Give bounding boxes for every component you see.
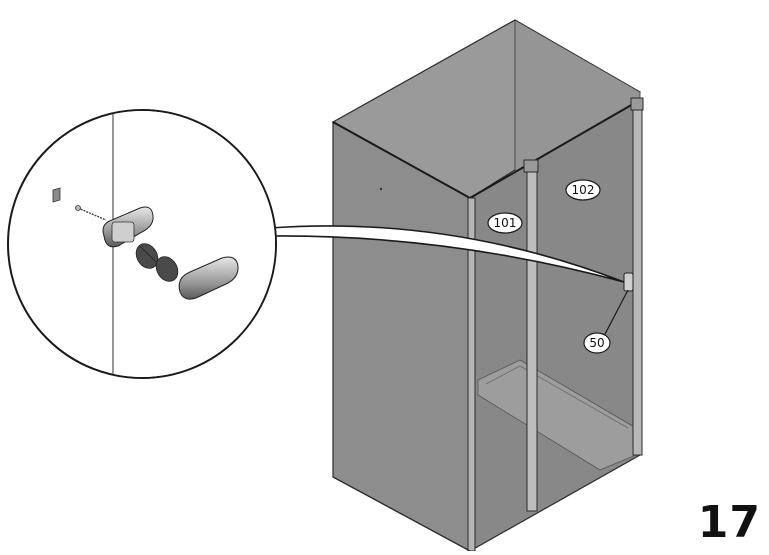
callout-label-50: 50: [589, 336, 604, 350]
detail-connector: [268, 225, 625, 283]
callout-50: 50: [583, 289, 629, 354]
shower-enclosure: [331, 19, 644, 553]
gasket-left: [135, 243, 159, 269]
door-joint-profile: [526, 165, 538, 512]
gasket-right: [155, 256, 179, 282]
screw: [77, 207, 107, 221]
handle-knob-inner: [102, 206, 154, 248]
handle-knob-outer: [178, 256, 239, 300]
callout-label-101: 101: [494, 216, 517, 230]
callout-102: 102: [565, 179, 601, 201]
wall-profile-right: [632, 99, 643, 456]
callout-101: 101: [487, 212, 523, 234]
door-handle: [623, 272, 634, 292]
callout-label-102: 102: [572, 183, 595, 197]
handle-parts: [52, 187, 239, 300]
step-number: 17: [697, 497, 761, 548]
cover-plate: [52, 187, 61, 203]
